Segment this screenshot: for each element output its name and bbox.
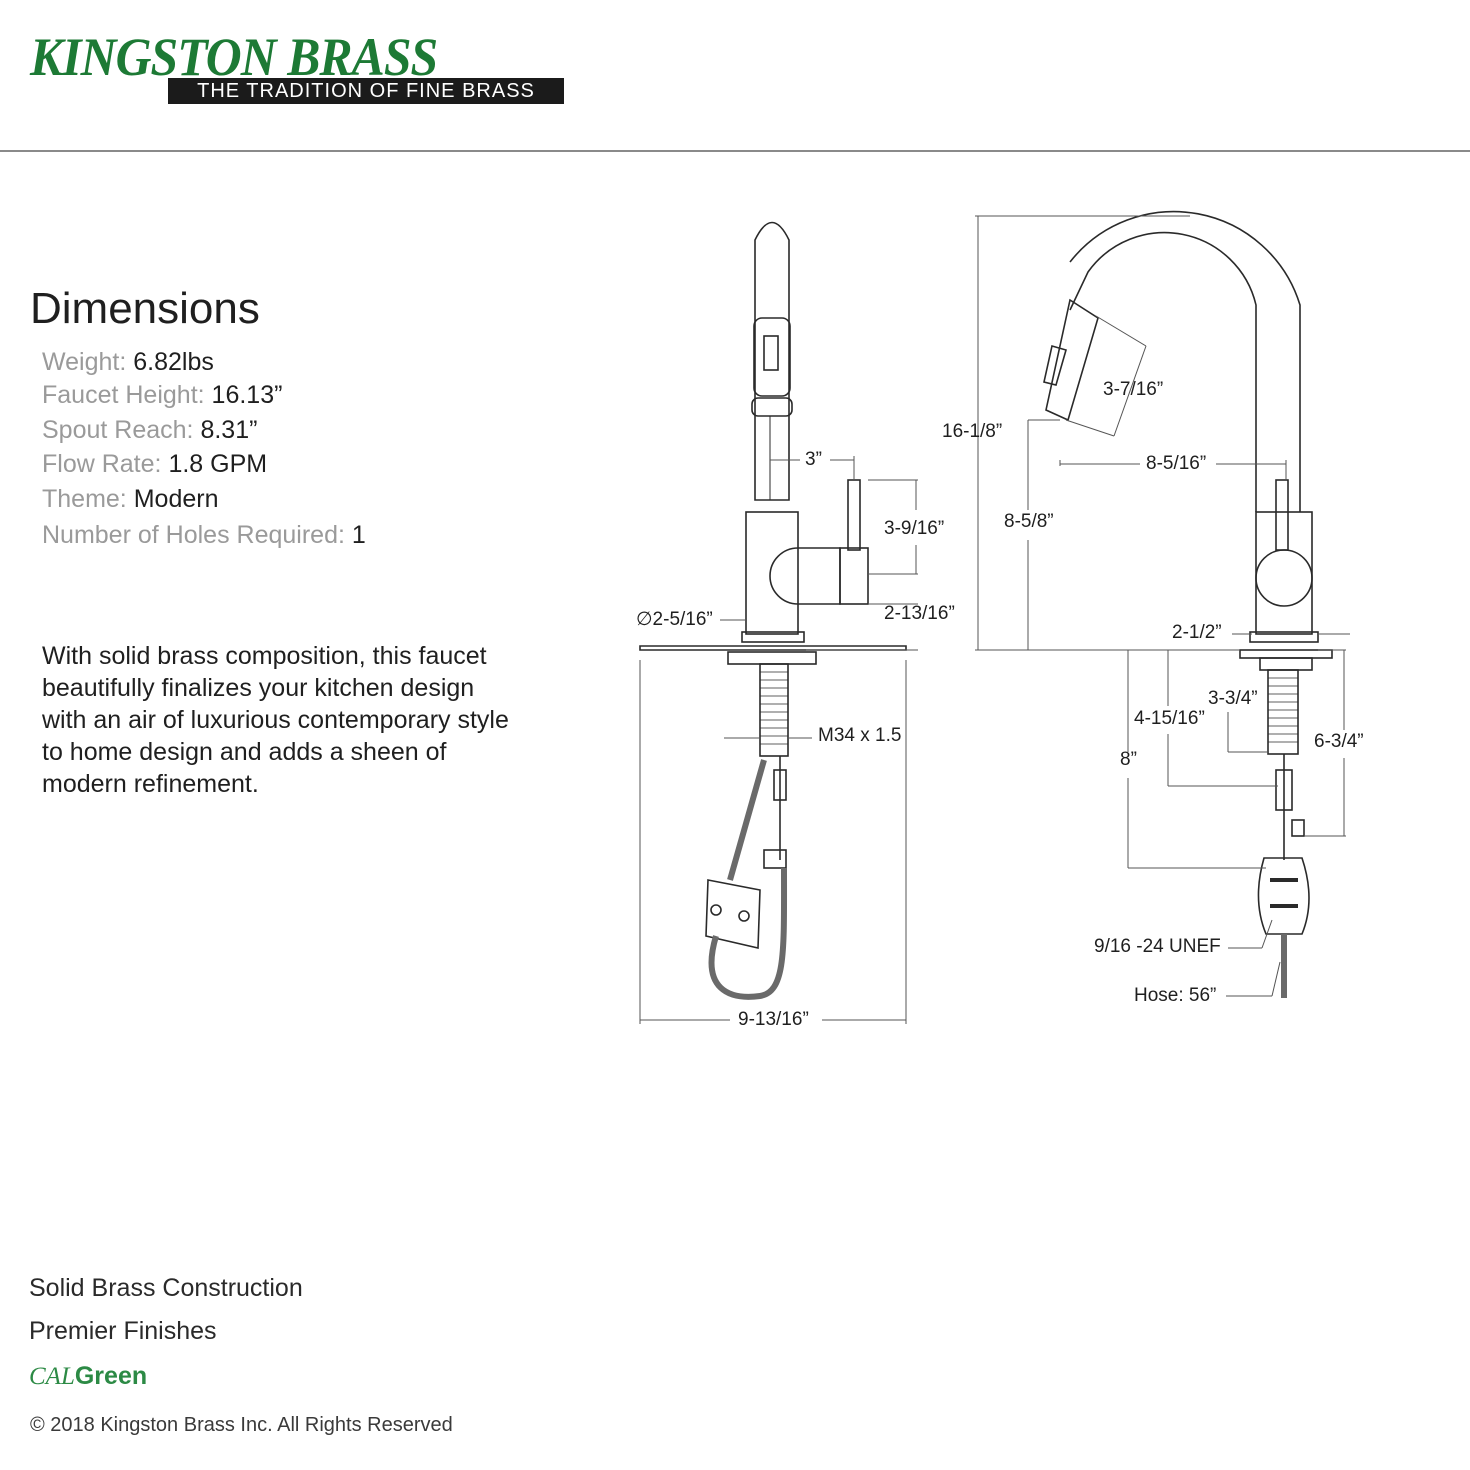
spec-label: Theme: [42, 485, 127, 513]
spec-label: Number of Holes Required: [42, 521, 345, 549]
product-description: With solid brass composition, this fauce… [42, 642, 509, 798]
dim-supply-a: 4-15/16” [1134, 708, 1205, 729]
dim-spray-head-length: 3-7/16” [1103, 379, 1164, 400]
spec-weight: Weight: 6.82lbs [42, 348, 214, 377]
spec-label: Flow Rate: [42, 450, 162, 478]
header-divider [0, 150, 1470, 152]
spec-value: 1 [351, 521, 366, 549]
dim-base-height: 2-1/2” [1172, 622, 1222, 643]
spec-value: Modern [133, 485, 219, 513]
calgreen-logo: CALGreen [29, 1362, 147, 1391]
spec-faucet-height: Faucet Height: 16.13” [42, 381, 282, 410]
dim-below-deck: 8” [1120, 749, 1137, 770]
dim-handle-base: 2-13/16” [884, 603, 955, 624]
side-view [975, 210, 1350, 998]
dim-handle-height: 3-9/16” [884, 518, 945, 539]
spec-value: 1.8 GPM [168, 450, 268, 478]
dim-hose-length: Hose: 56” [1134, 985, 1217, 1006]
dim-deck-plate-width: 9-13/16” [738, 1009, 809, 1030]
brand-tagline: THE TRADITION OF FINE BRASS [168, 78, 564, 104]
dim-thread: M34 x 1.5 [818, 725, 902, 746]
dim-total-height: 16-1/8” [942, 421, 1003, 442]
spec-value: 8.31” [200, 416, 258, 444]
feature-solid-brass: Solid Brass Construction [29, 1274, 303, 1302]
copyright: © 2018 Kingston Brass Inc. All Rights Re… [30, 1414, 453, 1436]
dim-shank-length: 3-3/4” [1208, 688, 1258, 709]
dim-spout-reach: 8-5/16” [1146, 453, 1207, 474]
spec-flow-rate: Flow Rate: 1.8 GPM [42, 450, 267, 479]
spec-spout-reach: Spout Reach: 8.31” [42, 416, 257, 445]
dim-spout-clearance: 8-5/8” [1004, 511, 1054, 532]
spec-theme: Theme: Modern [42, 485, 218, 514]
front-view [639, 221, 918, 1024]
brand-logo: KINGSTON BRASS [30, 27, 438, 87]
dimensions-heading: Dimensions [30, 284, 260, 333]
feature-finishes: Premier Finishes [29, 1317, 217, 1345]
spec-label: Spout Reach: [42, 416, 194, 444]
spec-holes: Number of Holes Required: 1 [42, 521, 366, 550]
calgreen-prefix: CAL [29, 1363, 75, 1390]
dim-body-diameter: ∅2-5/16” [636, 609, 713, 630]
dim-spray-to-handle: 3” [805, 449, 822, 470]
spec-label: Weight: [42, 348, 127, 376]
spec-value: 6.82lbs [133, 348, 214, 376]
spec-value: 16.13” [211, 381, 283, 409]
dim-connection: 9/16 -24 UNEF [1094, 936, 1221, 957]
spec-label: Faucet Height: [42, 381, 205, 409]
calgreen-suffix: Green [74, 1362, 148, 1390]
dim-supply-b: 6-3/4” [1314, 731, 1364, 752]
